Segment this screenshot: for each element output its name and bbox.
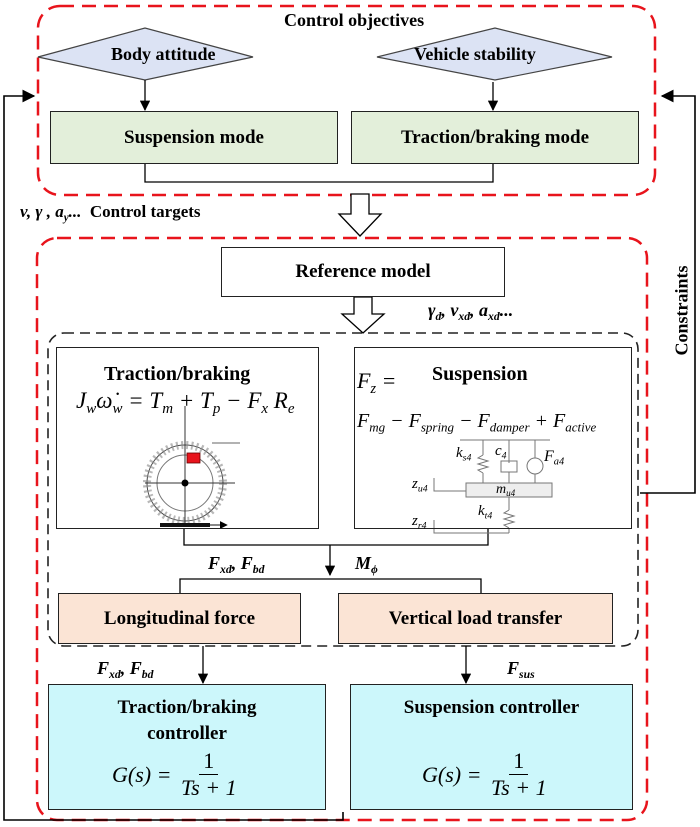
longitudinal-force-label: Longitudinal force: [103, 607, 256, 629]
eq-Fz-sub: z: [370, 381, 377, 397]
a-sub: xd: [488, 310, 500, 324]
label-zr4: zr4: [412, 513, 427, 532]
traction-controller-title2: controller: [147, 723, 227, 744]
eq-R: R: [268, 388, 288, 413]
model-frame: [47, 332, 639, 647]
eq-Fx: − F: [220, 388, 262, 413]
tf-lhs: G(s) =: [422, 761, 482, 787]
targets-vars: v, γ , a: [20, 202, 64, 221]
traction-equation: Jwω̇w = Tm + Tp − Fx Re: [76, 388, 294, 418]
traction-braking-mode-label: Traction/braking mode: [400, 126, 590, 148]
eq-Tm-sub: m: [162, 401, 174, 418]
tf-lhs: G(s) =: [112, 761, 172, 787]
diamond-vehicle-stability: [376, 27, 613, 81]
gamma-sub: d: [435, 310, 442, 324]
reference-model-label: Reference model: [295, 261, 431, 282]
suspension-panel-title: Suspension: [432, 363, 528, 385]
diamond-label-vehicle-stability: Vehicle stability: [414, 44, 536, 64]
longitudinal-force-box: Longitudinal force: [58, 593, 301, 644]
traction-braking-controller-box: [48, 684, 326, 810]
suspension-eq-line2: Fmg − Fspring − Fdamper + Factive: [357, 410, 596, 436]
suspension-controller-title: Suspension controller: [403, 697, 580, 718]
eq-equals: =: [376, 368, 397, 393]
eq-term: + F: [529, 410, 566, 432]
eq-R-sub: e: [287, 401, 295, 418]
tf-den: Ts + 1: [180, 775, 237, 800]
eq-Tp: + T: [173, 388, 213, 413]
suspension-controller-box: [350, 684, 633, 810]
v-sub: xd: [458, 310, 471, 324]
objectives-title: Control objectives: [284, 10, 425, 30]
label-kt4: kt4: [478, 503, 493, 522]
vertical-load-transfer-box: Vertical load transfer: [338, 593, 613, 644]
eq-J: J: [76, 388, 87, 413]
hollow-arrow-targets: [337, 193, 383, 237]
traction-panel: [56, 347, 319, 529]
traction-controller-title1: Traction/braking: [117, 697, 257, 718]
ref-ellipsis: ...: [499, 300, 514, 320]
merge-label-forces: Fxd, Fbd: [208, 553, 265, 577]
targets-ellipsis: ...: [68, 202, 82, 221]
label-c4: c4: [495, 443, 507, 462]
suspension-diagram: [433, 439, 553, 534]
tf-num: 1: [509, 748, 529, 775]
tf-num: 1: [199, 748, 219, 775]
controller-input-sus: Fsus: [507, 658, 535, 682]
label-mu4: mu4: [496, 482, 516, 499]
v-symbol: v: [450, 300, 459, 320]
hollow-arrow-reference: [340, 296, 386, 334]
eq-J-sub: w: [86, 401, 97, 418]
suspension-panel: [354, 347, 632, 529]
gamma-symbol: γ: [428, 300, 436, 320]
wheel-diagram: [143, 406, 240, 529]
objectives-frame: [36, 4, 657, 197]
eq-term-sub: spring: [420, 419, 455, 435]
eq-term: − F: [454, 410, 490, 432]
vertical-load-transfer-label: Vertical load transfer: [388, 607, 563, 629]
suspension-mode-label: Suspension mode: [124, 126, 264, 148]
controller-input-forces: Fxd, Fbd: [97, 658, 154, 682]
suspension-mode-box: Suspension mode: [50, 111, 338, 164]
reference-outputs: γd, vxd, axd...: [428, 300, 514, 324]
eq-omega: ω̇: [96, 388, 113, 413]
traction-panel-title: Traction/braking: [104, 363, 251, 385]
eq-term: F: [357, 410, 370, 432]
eq-term-sub: mg: [369, 419, 386, 435]
constraints-label: Constraints: [671, 265, 692, 356]
merge-label-moment: Mϕ: [355, 553, 378, 577]
eq-omega-sub: w: [112, 401, 123, 418]
diamond-body-attitude: [37, 27, 254, 81]
targets-title: Control targets: [89, 202, 201, 221]
a-symbol: a: [479, 300, 489, 320]
label-Fa4: Fa4: [544, 448, 565, 468]
eq-term-sub: damper: [489, 419, 530, 435]
eq-Fx-sub: x: [261, 401, 269, 418]
label-ks4: ks4: [456, 445, 472, 464]
traction-braking-mode-box: Traction/braking mode: [351, 111, 639, 164]
label-zu4: zu4: [412, 476, 428, 495]
diamond-label-body-attitude: Body attitude: [111, 44, 216, 64]
reference-model-box: Reference model: [221, 247, 505, 297]
control-targets-label: v, γ , ay... Control targets: [20, 202, 201, 224]
suspension-eq-line1: Fz =: [357, 368, 396, 398]
eq-Tp-sub: p: [212, 401, 221, 418]
eq-term-sub: active: [565, 419, 597, 435]
eq-Tm: = T: [122, 388, 163, 413]
eq-Fz: F: [357, 368, 371, 393]
tf-den: Ts + 1: [490, 775, 547, 800]
eq-term: − F: [385, 410, 421, 432]
targets-vars-sub: y: [63, 211, 69, 224]
